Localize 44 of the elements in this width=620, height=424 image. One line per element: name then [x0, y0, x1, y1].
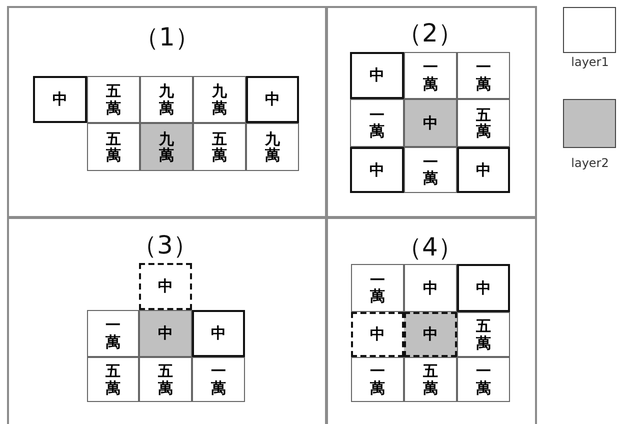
legend-label: layer1	[571, 56, 609, 68]
mahjong-tile: 五萬	[457, 99, 510, 147]
panel	[7, 217, 327, 424]
panel	[326, 217, 537, 424]
mahjong-tile: 中	[404, 312, 457, 357]
mahjong-tile: 五萬	[139, 357, 192, 402]
panel-title: （2）	[397, 20, 463, 46]
mahjong-tile: 一萬	[457, 52, 510, 99]
mahjong-tile: 一萬	[351, 357, 404, 402]
mahjong-tile: 中	[350, 52, 404, 99]
mahjong-tile: 一萬	[351, 264, 404, 312]
mahjong-tile: 中	[139, 310, 192, 357]
mahjong-tile: 中	[139, 263, 192, 310]
mahjong-tile: 五萬	[193, 123, 246, 171]
mahjong-tile: 一萬	[192, 357, 245, 402]
mahjong-tile: 一萬	[457, 357, 510, 402]
mahjong-tile: 五萬	[87, 76, 140, 123]
panel	[326, 6, 537, 218]
panel-title: （1）	[134, 24, 200, 50]
mahjong-tile: 五萬	[87, 123, 140, 171]
legend-label: layer2	[571, 157, 609, 169]
mahjong-tile: 中	[350, 147, 404, 193]
mahjong-tile: 九萬	[140, 123, 193, 171]
panel-title: （3）	[132, 232, 198, 258]
mahjong-tile: 中	[33, 76, 87, 123]
mahjong-tile: 九萬	[140, 76, 193, 123]
mahjong-tile: 五萬	[404, 357, 457, 402]
mahjong-tile: 一萬	[87, 310, 139, 357]
mahjong-tile: 中	[192, 310, 245, 357]
mahjong-tile: 中	[404, 99, 457, 147]
mahjong-tile: 中	[404, 264, 457, 312]
mahjong-tile: 中	[457, 264, 510, 312]
panel	[7, 6, 327, 218]
mahjong-tile: 中	[351, 312, 404, 357]
mahjong-tile: 一萬	[404, 147, 457, 193]
mahjong-tile: 一萬	[350, 99, 404, 147]
mahjong-tile: 九萬	[193, 76, 246, 123]
panel-title: （4）	[397, 234, 463, 260]
mahjong-tile: 中	[246, 76, 299, 123]
mahjong-tile: 一萬	[404, 52, 457, 99]
mahjong-tile: 五萬	[457, 312, 510, 357]
mahjong-tile: 中	[457, 147, 510, 193]
mahjong-tile: 九萬	[246, 123, 299, 171]
mahjong-tile: 五萬	[87, 357, 139, 402]
